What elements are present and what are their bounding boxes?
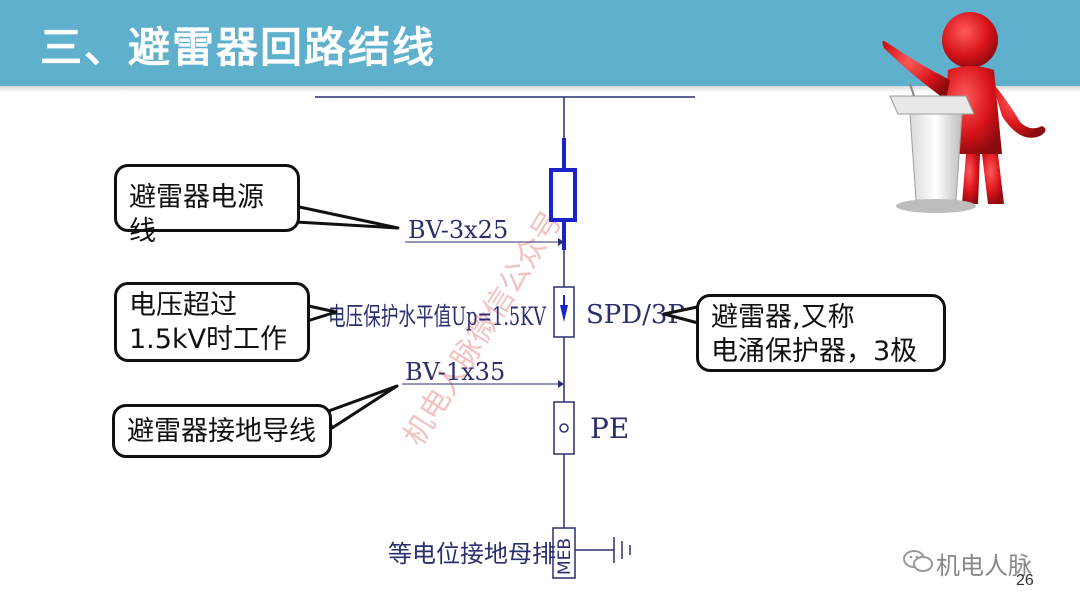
voltage-callout: 电压超过 1.5kV时工作 xyxy=(114,282,310,362)
fuse xyxy=(549,168,577,222)
pe-terminal-dot xyxy=(559,423,569,433)
slide-title: 三、避雷器回路结线 xyxy=(40,23,437,72)
cable-bottom-label: BV-1x35 xyxy=(405,358,505,386)
spd-callout-line-1: 避雷器,又称 xyxy=(711,302,855,333)
title-bar xyxy=(0,0,1080,86)
ground-line-callout: 避雷器接地导线 xyxy=(112,404,332,458)
power-line-callout: 避雷器电源线 xyxy=(114,164,300,247)
ground-line-pointer xyxy=(324,384,399,430)
brand-watermark: 机电人脉 xyxy=(936,552,1032,580)
cable-top-arrow xyxy=(558,238,564,246)
ground-line-callout-text: 避雷器接地导线 xyxy=(127,416,316,447)
meb-label: MEB xyxy=(555,538,575,575)
voltage-callout-line-1: 电压超过 xyxy=(129,290,237,321)
voltage-callout-line-2: 1.5kV时工作 xyxy=(129,324,288,355)
power-line-callout-text: 避雷器电源线 xyxy=(129,182,264,247)
cable-bottom-arrow xyxy=(558,380,564,388)
meb-busbar xyxy=(552,527,576,579)
pe-label: PE xyxy=(590,412,629,445)
power-line-pointer xyxy=(288,203,400,230)
busbar-label: 等电位接地母排 xyxy=(388,540,556,568)
protection-level-label: 电压保护水平值Up=1.5KV xyxy=(328,302,547,331)
speaker-figure-icon xyxy=(882,12,1046,213)
cable-top-label: BV-3x25 xyxy=(408,216,508,244)
spd-arrow xyxy=(560,305,568,322)
title-bar-shadow xyxy=(0,86,1080,92)
wechat-logo-icon xyxy=(903,550,933,572)
spd-callout: 避雷器,又称 电涌保护器，3极 xyxy=(696,294,946,372)
page-number: 26 xyxy=(1016,572,1034,589)
spd-callout-line-2: 电涌保护器，3极 xyxy=(711,336,918,367)
